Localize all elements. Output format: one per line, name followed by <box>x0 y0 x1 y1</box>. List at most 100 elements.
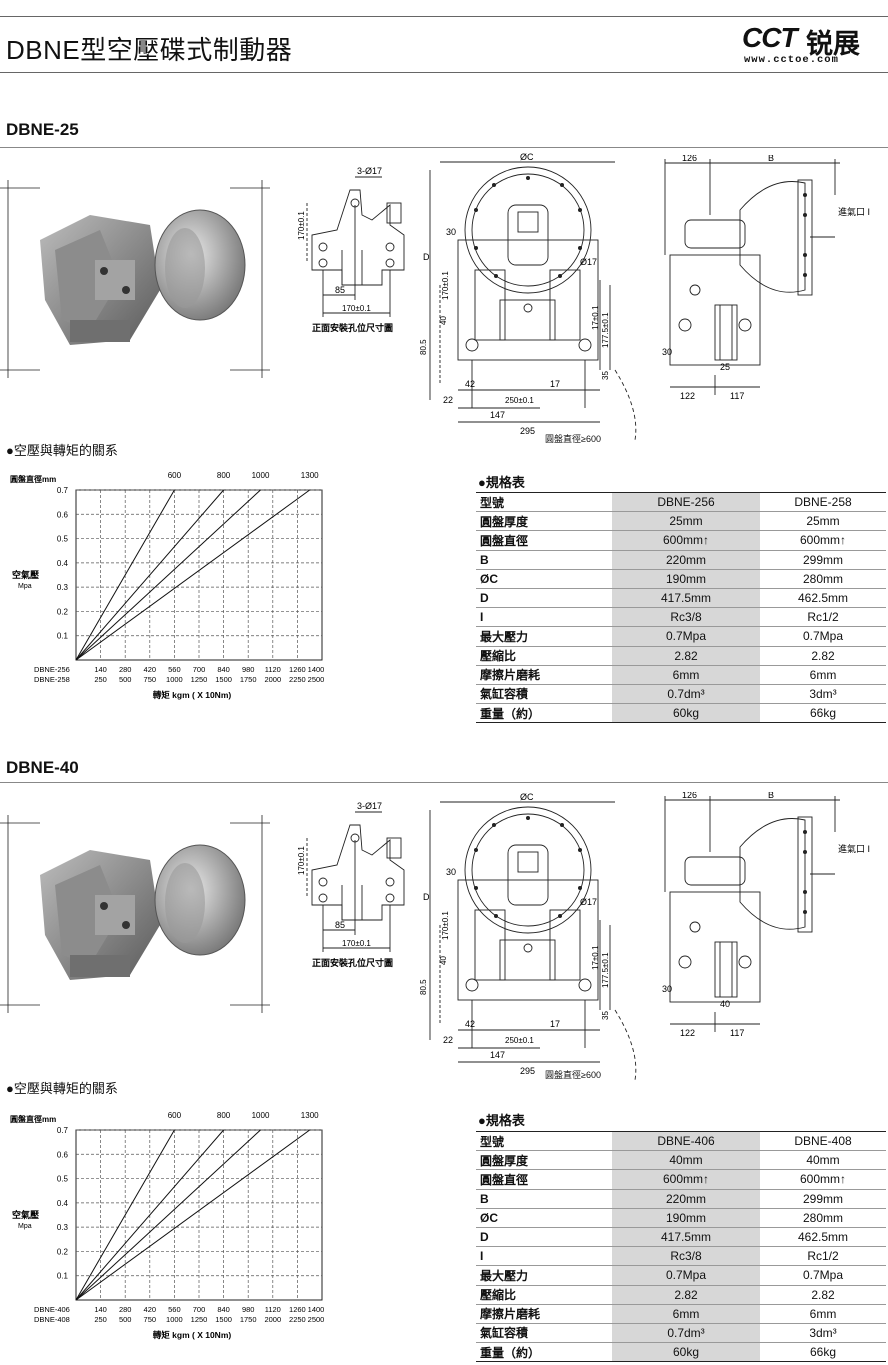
series-line <box>75 489 175 661</box>
x-tick-label: 500 <box>119 1315 132 1324</box>
logo-mark: CCT <box>742 22 798 53</box>
side-view-drawing: 126 B 進氣口 I 30 25 122 117 <box>662 155 870 401</box>
spec-value: 417.5mm <box>612 1227 760 1248</box>
dim-42-label: 42 <box>465 379 475 389</box>
air-inlet-label: 進氣口 I <box>838 206 870 217</box>
x-tick-label: 1000 <box>166 1315 183 1324</box>
x-axis-label: 轉矩 kgm ( X 10Nm) <box>153 1330 232 1340</box>
spec-label: 壓縮比 <box>476 1285 612 1305</box>
spec-label: D <box>476 588 612 609</box>
y-tick-label: 0.1 <box>57 632 69 641</box>
width-85-label: 85 <box>335 285 345 295</box>
product-photo <box>0 815 270 1013</box>
spec-value: 6mm <box>760 665 886 685</box>
spec-label: 最大壓力 <box>476 626 612 647</box>
x-tick-label: 500 <box>119 675 132 684</box>
height-dim-label: 170±0.1 <box>297 846 306 875</box>
width-170-label: 170±0.1 <box>342 304 371 313</box>
dim-22-label: 22 <box>443 395 453 405</box>
spec-header-cell: 型號 <box>476 1130 612 1152</box>
x-tick-label: 1250 <box>191 1315 208 1324</box>
y-axis-top-label: 圓盤直徑mm <box>10 474 56 484</box>
spec-value: 600mm↑ <box>612 1169 760 1190</box>
row2-model-label: DBNE-258 <box>34 675 70 684</box>
dim-80-5-label: 80.5 <box>419 979 428 995</box>
dim-17-label: 17±0.1 <box>591 945 600 970</box>
spec-value: 25mm <box>612 511 760 532</box>
mounting-hole-drawing: 3-Ø17 170±0.1 85 170±0.1 正面安裝孔位尺寸圖 <box>297 166 405 333</box>
series-line <box>75 1129 224 1301</box>
x-tick-label: 560 <box>168 665 181 674</box>
disc-diameter-note: 圓盤直徑≥600 <box>545 1070 601 1080</box>
spec-label: I <box>476 1246 612 1267</box>
series-line <box>75 1129 261 1301</box>
x-tick-label: 140 <box>94 1305 107 1314</box>
dim-122-label: 122 <box>680 391 695 401</box>
spec-heading: ●規格表 <box>478 1113 525 1128</box>
spec-value: 2.82 <box>612 646 760 666</box>
spec-value: 6mm <box>612 1304 760 1324</box>
y-axis-top-label: 圓盤直徑mm <box>10 1114 56 1124</box>
dim-o17-label: Ø17 <box>580 897 597 907</box>
dim-40-label: 40 <box>439 316 448 325</box>
dim-250-label: 250±0.1 <box>505 396 534 405</box>
dim-30-label: 30 <box>446 867 456 877</box>
spec-label: ØC <box>476 1208 612 1228</box>
spec-value: 417.5mm <box>612 588 760 609</box>
dim-177-5-label: 177.5±0.1 <box>601 952 610 988</box>
spec-heading: ●規格表 <box>478 475 525 490</box>
spec-label: I <box>476 607 612 628</box>
series-label: 1300 <box>301 1111 319 1120</box>
row1-model-label: DBNE-256 <box>34 665 70 674</box>
spec-value: 280mm <box>760 1208 886 1228</box>
front-view-drawing: ØC D 30 Ø17 170±0.1 40 80.5 17±0.1 177.5… <box>419 152 637 440</box>
x-tick-label: 1500 <box>215 675 232 684</box>
x-tick-label: 420 <box>144 1305 157 1314</box>
row2-model-label: DBNE-408 <box>34 1315 70 1324</box>
spec-value: 40mm <box>760 1150 886 1171</box>
x-tick-label: 1500 <box>215 1315 232 1324</box>
x-tick-label: 1250 <box>191 675 208 684</box>
x-tick-label: 2000 <box>264 1315 281 1324</box>
y-tick-label: 0.3 <box>57 1223 69 1232</box>
spec-value: 190mm <box>612 569 760 589</box>
dim-35-label: 35 <box>601 1011 610 1020</box>
d-label: D <box>423 892 430 902</box>
spec-value: 2.82 <box>760 1285 886 1305</box>
dim-30-side-label: 30 <box>662 984 672 994</box>
mounting-hole-drawing: 3-Ø17 170±0.1 85 170±0.1 正面安裝孔位尺寸圖 <box>297 801 405 968</box>
series-label: 800 <box>217 471 231 480</box>
section-title: DBNE-40 <box>6 758 79 777</box>
spec-label: 摩擦片磨耗 <box>476 665 612 685</box>
y-axis-label: 空氣壓 <box>12 569 39 580</box>
x-tick-label: 2250 <box>289 675 306 684</box>
oc-label: ØC <box>520 152 534 162</box>
x-tick-label: 1400 <box>308 1305 325 1314</box>
spec-label: 氣缸容積 <box>476 684 612 705</box>
brand-logo: CCT 锐展 www.cctoe.com <box>742 20 882 68</box>
dim-117-label: 117 <box>730 391 744 401</box>
spec-label: 重量（約） <box>476 1342 612 1363</box>
dim-250-label: 250±0.1 <box>505 1036 534 1045</box>
x-tick-label: 280 <box>119 1305 132 1314</box>
product-photo <box>0 180 270 378</box>
x-tick-label: 1000 <box>166 675 183 684</box>
spec-value: 0.7dm³ <box>612 1323 760 1344</box>
series-line <box>75 1129 175 1301</box>
spec-value: 0.7Mpa <box>760 1265 886 1286</box>
y-tick-label: 0.5 <box>57 1175 69 1184</box>
series-label: 800 <box>217 1111 231 1120</box>
